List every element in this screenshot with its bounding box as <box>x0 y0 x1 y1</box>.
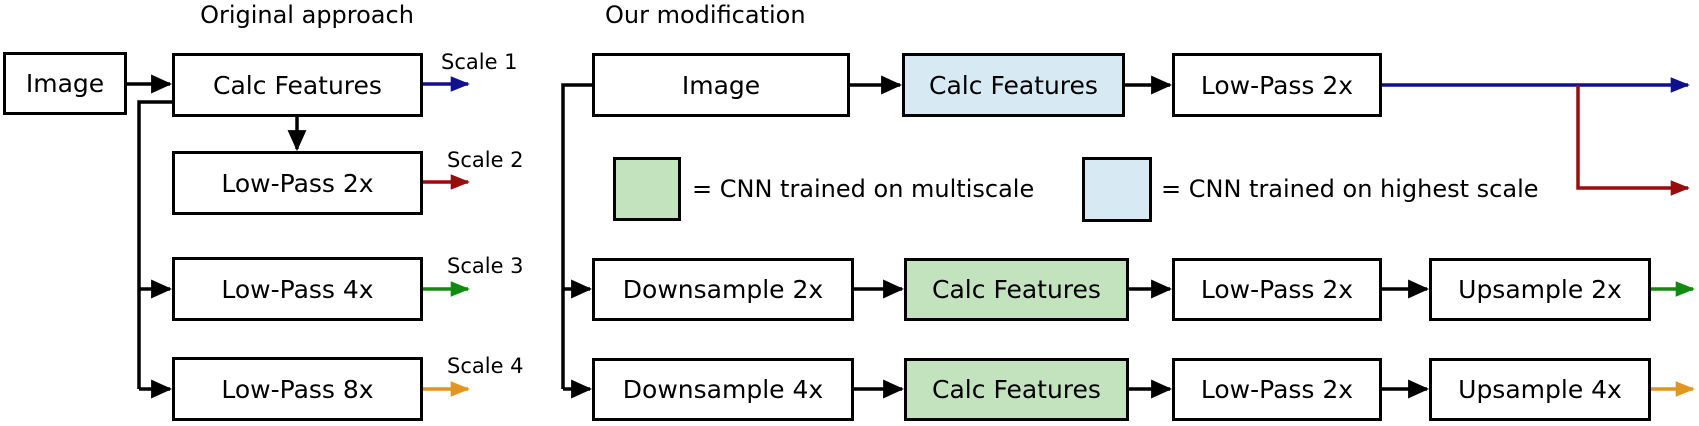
left-diagram-title: Original approach <box>200 1 414 29</box>
node-calc-features-left: Calc Features <box>172 53 423 117</box>
node-low-pass-8x-left: Low-Pass 8x <box>172 357 423 421</box>
legend-blue-swatch <box>1082 157 1152 222</box>
branch-line-right <box>561 83 592 389</box>
scale3-label: Scale 3 <box>447 254 524 278</box>
legend-highest-text: = CNN trained on highest scale <box>1161 175 1539 203</box>
node-low-pass-row3: Low-Pass 2x <box>1172 358 1382 421</box>
node-low-pass-row1: Low-Pass 2x <box>1172 53 1382 117</box>
node-low-pass-2x-left: Low-Pass 2x <box>172 151 423 215</box>
scale2-output-arrow-right <box>1576 85 1690 196</box>
node-downsample-2x: Downsample 2x <box>592 258 854 321</box>
node-calc-features-row1: Calc Features <box>902 53 1125 117</box>
scale4-label: Scale 4 <box>447 354 524 378</box>
node-image-right: Image <box>592 53 850 117</box>
legend-multiscale-text: = CNN trained on multiscale <box>692 175 1035 203</box>
right-diagram-title: Our modification <box>605 1 806 29</box>
node-low-pass-4x-left: Low-Pass 4x <box>172 257 423 321</box>
scale1-label: Scale 1 <box>441 50 518 74</box>
node-upsample-2x: Upsample 2x <box>1429 258 1651 321</box>
scale2-label: Scale 2 <box>447 148 524 172</box>
branch-line-left <box>137 100 172 389</box>
node-downsample-4x: Downsample 4x <box>592 358 854 421</box>
node-calc-features-row3: Calc Features <box>904 358 1129 421</box>
node-low-pass-row2: Low-Pass 2x <box>1172 258 1382 321</box>
node-calc-features-row2: Calc Features <box>904 258 1129 321</box>
node-image-left: Image <box>3 52 127 115</box>
legend-green-swatch <box>613 157 681 221</box>
node-upsample-4x: Upsample 4x <box>1429 358 1651 421</box>
